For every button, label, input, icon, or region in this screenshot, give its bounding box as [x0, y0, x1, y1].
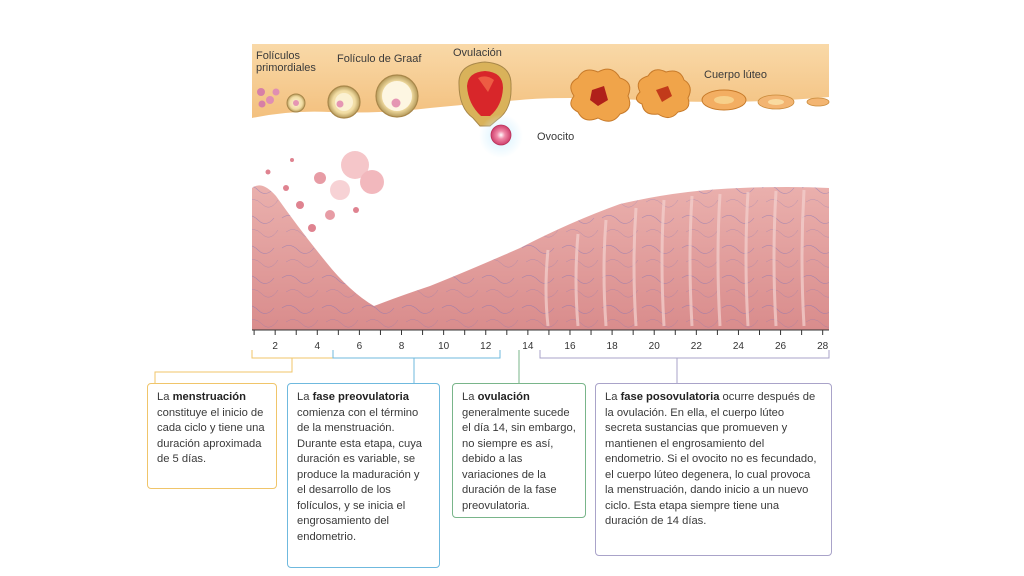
axis-tick-label: 24	[733, 341, 745, 352]
axis-tick-label: 28	[817, 341, 829, 352]
axis-tick-label: 20	[649, 341, 661, 352]
bracket-preovulatory	[332, 350, 501, 359]
box-ovulation: La ovulación generalmente sucede el día …	[452, 383, 586, 518]
axis-tick-label: 10	[438, 341, 450, 352]
axis-tick-label: 8	[399, 341, 405, 352]
box-postovulatory-phase: La fase posovulatoria ocurre después de …	[595, 383, 832, 556]
term-ovulation: ovulación	[477, 391, 530, 403]
ovulating-follicle-illustration	[458, 61, 523, 158]
label-corpus-luteum: Cuerpo lúteo	[704, 69, 767, 81]
menstrual-debris-illustration	[265, 151, 384, 232]
axis-tick-label: 14	[522, 341, 534, 352]
primordial-follicles-illustration	[257, 88, 306, 113]
graaf-follicle-illustration	[327, 74, 419, 119]
term-menstruation: menstruación	[172, 391, 246, 403]
endometrial-glands	[544, 189, 806, 327]
phase-brackets	[154, 350, 830, 383]
axis-tick-label: 18	[607, 341, 619, 352]
label-oocyte: Ovocito	[537, 131, 575, 143]
label-graaf-follicle: Folículo de Graaf	[337, 53, 422, 65]
axis-tick-label: 6	[357, 341, 363, 352]
axis-tick-label: 12	[480, 341, 492, 352]
label-ovulation: Ovulación	[453, 47, 502, 59]
term-postovulatory: fase posovulatoria	[620, 391, 720, 403]
box-preovulatory-phase: La fase preovulatoria comienza con el té…	[287, 383, 440, 568]
axis-tick-label: 26	[775, 341, 787, 352]
box-menstruation: La menstruación constituye el inicio de …	[147, 383, 277, 489]
axis-tick-label: 2	[272, 341, 278, 352]
corpus-luteum-illustration	[570, 68, 830, 122]
axis-tick-label: 4	[314, 341, 320, 352]
term-preovulatory: fase preovulatoria	[312, 391, 409, 403]
bracket-menstruation	[251, 350, 334, 359]
axis-tick-label: 22	[691, 341, 703, 352]
bracket-postovulatory	[539, 350, 830, 359]
axis-tick-label: 16	[564, 341, 576, 352]
label-primordial-follicles: Folículos primordiales	[256, 50, 316, 74]
